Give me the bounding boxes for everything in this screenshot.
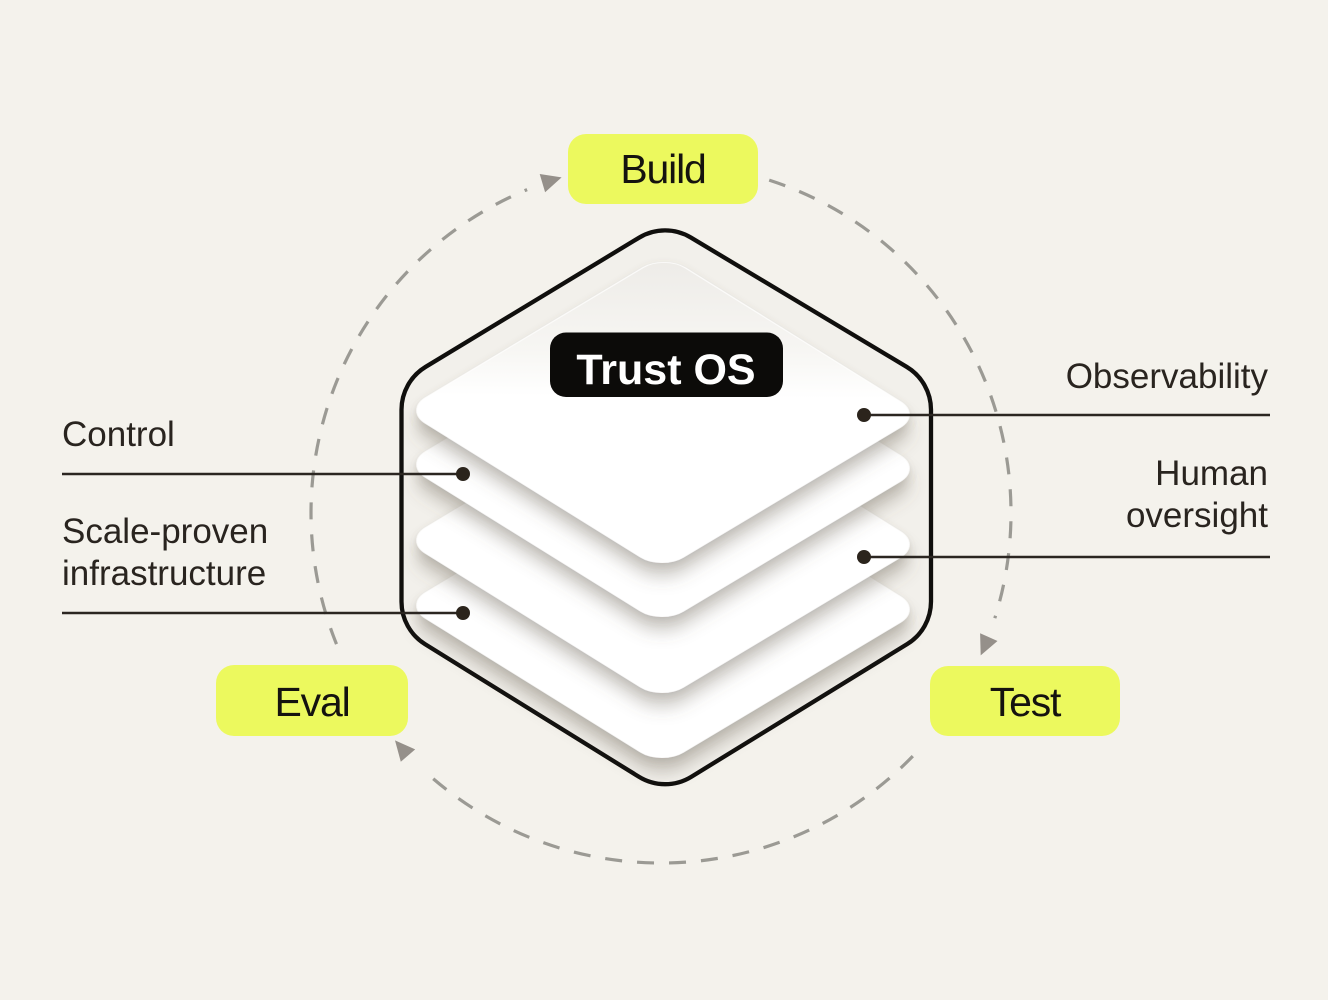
svg-text:Build: Build: [620, 146, 705, 192]
svg-text:Trust OS: Trust OS: [576, 346, 755, 394]
svg-text:Human: Human: [1155, 454, 1268, 493]
svg-text:Test: Test: [990, 679, 1062, 725]
svg-text:infrastructure: infrastructure: [62, 554, 266, 593]
svg-text:Control: Control: [62, 415, 175, 454]
svg-text:Eval: Eval: [275, 679, 350, 725]
svg-text:Scale-proven: Scale-proven: [62, 512, 268, 551]
svg-text:Observability: Observability: [1066, 357, 1269, 396]
svg-text:oversight: oversight: [1126, 496, 1268, 535]
